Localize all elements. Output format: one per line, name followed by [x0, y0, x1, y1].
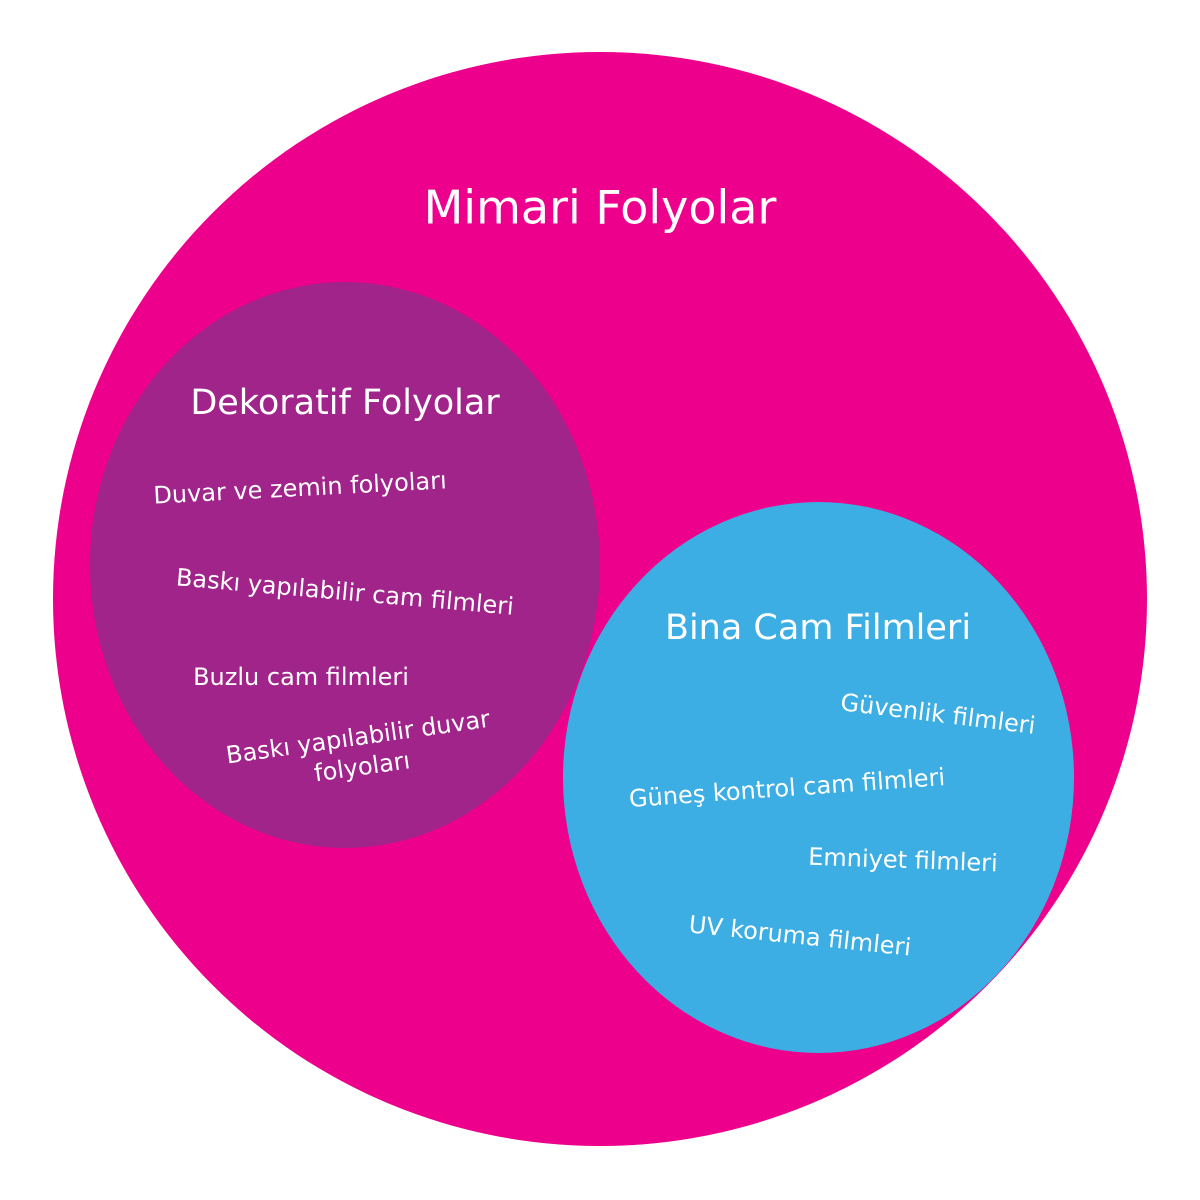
decorative-item: Buzlu cam filmleri: [193, 663, 409, 691]
decorative-title: Dekoratif Folyolar: [190, 383, 500, 424]
bina-cam-filmleri-circle: [563, 502, 1074, 1053]
building-title: Bina Cam Filmleri: [664, 608, 972, 649]
dekoratif-folyolar-circle: [90, 282, 600, 848]
outer-title: Mimari Folyolar: [423, 180, 777, 235]
